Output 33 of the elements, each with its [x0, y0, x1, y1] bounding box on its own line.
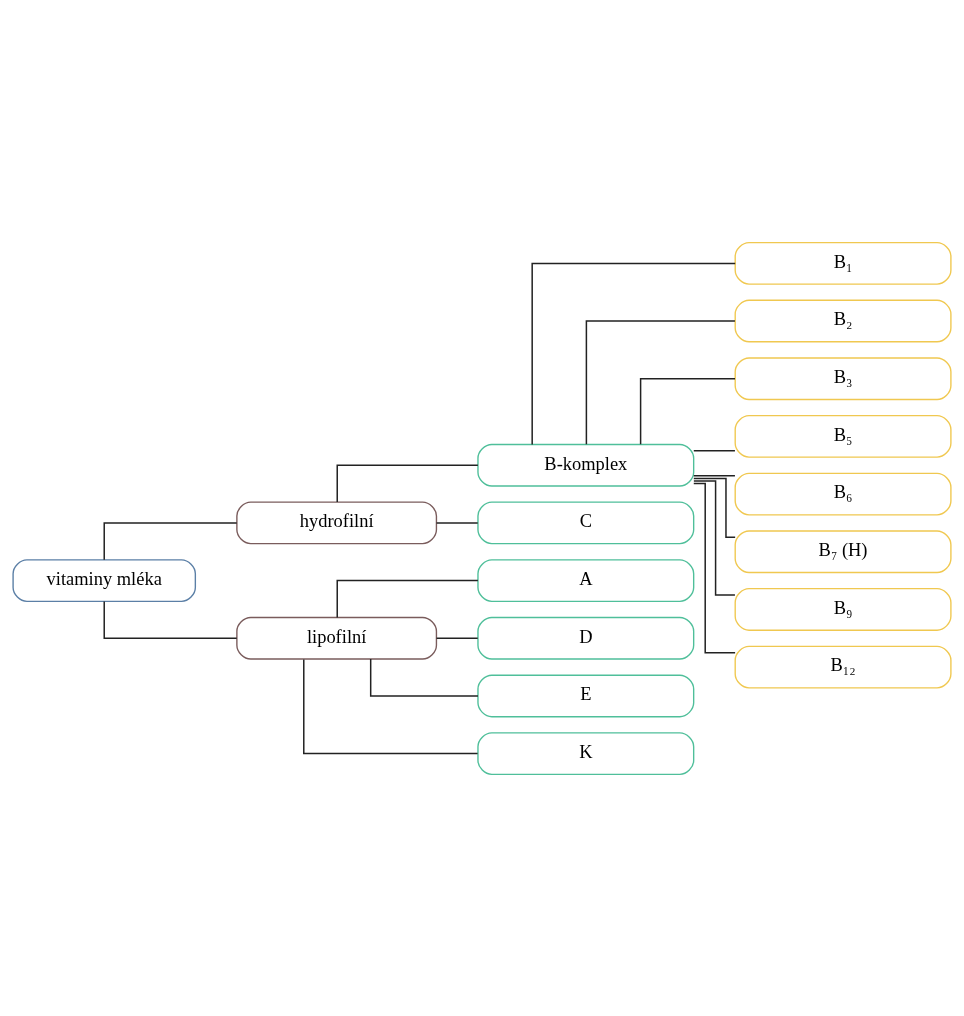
connector: [693, 479, 736, 596]
connector: [639, 377, 736, 445]
connector: [103, 521, 238, 560]
connector: [693, 449, 736, 452]
connector: [531, 262, 736, 445]
node-box: B₃: [734, 356, 952, 400]
node-box: A: [477, 558, 695, 602]
node-box: B₂: [734, 299, 952, 342]
connector: [303, 658, 479, 754]
connector: [693, 477, 736, 538]
connector: [585, 319, 736, 445]
node-box: B₁: [734, 241, 952, 285]
node-box: vitaminy mléka: [12, 558, 197, 602]
connector: [336, 464, 479, 503]
node-box: B₁₂: [734, 645, 952, 689]
connector: [435, 521, 479, 524]
connector: [693, 482, 736, 653]
connector: [369, 657, 479, 697]
node-box: B₇ (H): [734, 529, 952, 573]
node-box: B-komplex: [477, 443, 695, 487]
node-box: lipofilní: [236, 616, 438, 660]
node-box: B₆: [734, 472, 952, 516]
node-box: C: [477, 500, 695, 544]
connector: [435, 637, 479, 639]
node-box: B₅: [734, 414, 952, 458]
node-box: D: [477, 616, 695, 660]
connector: [336, 579, 479, 618]
node-box: hydrofilní: [236, 500, 438, 544]
node-box: E: [477, 674, 695, 717]
node-box: K: [477, 731, 695, 775]
connector: [693, 474, 736, 477]
connector: [103, 600, 238, 639]
node-box: B₉: [734, 587, 952, 631]
